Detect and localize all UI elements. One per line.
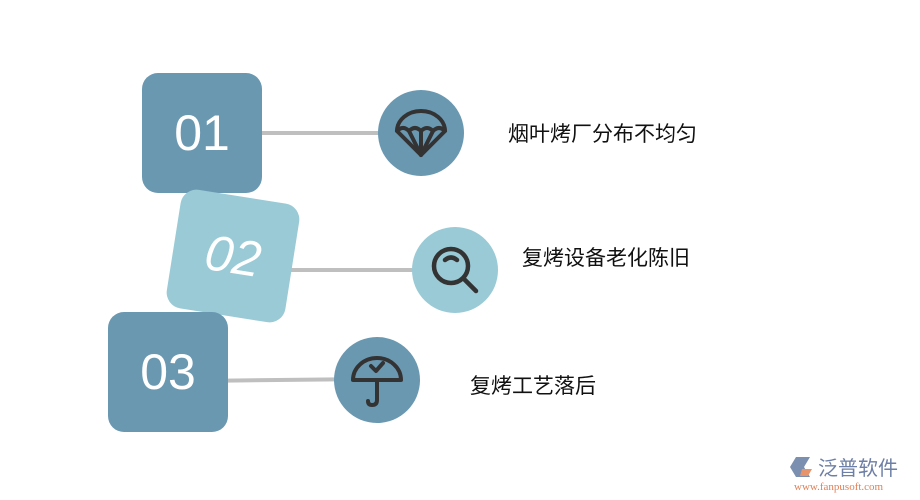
logo-url: www.fanpusoft.com bbox=[794, 481, 884, 493]
number-box-1: 01 bbox=[142, 73, 262, 193]
connector-2 bbox=[285, 268, 415, 272]
logo: 泛普软件 www.fanpusoft.com bbox=[790, 452, 898, 493]
icon-circle-3 bbox=[334, 337, 420, 423]
number-label: 01 bbox=[174, 105, 230, 161]
number-label: 03 bbox=[140, 344, 196, 400]
icon-circle-1 bbox=[378, 90, 464, 176]
item-text-3: 复烤工艺落后 bbox=[470, 374, 596, 398]
parachute-icon bbox=[395, 109, 447, 157]
item-text-2: 复烤设备老化陈旧 bbox=[522, 246, 690, 270]
logo-mark-icon bbox=[790, 456, 812, 477]
number-label: 02 bbox=[201, 223, 265, 289]
connector-3 bbox=[225, 377, 337, 383]
item-text-1: 烟叶烤厂分布不均匀 bbox=[508, 122, 697, 146]
connector-1 bbox=[260, 131, 382, 135]
logo-name: 泛普软件 bbox=[818, 456, 898, 480]
number-box-2: 02 bbox=[164, 187, 302, 325]
magnifier-icon bbox=[431, 246, 479, 294]
number-box-3: 03 bbox=[108, 312, 228, 432]
umbrella-check-icon bbox=[351, 356, 403, 407]
icon-circle-2 bbox=[412, 227, 498, 313]
